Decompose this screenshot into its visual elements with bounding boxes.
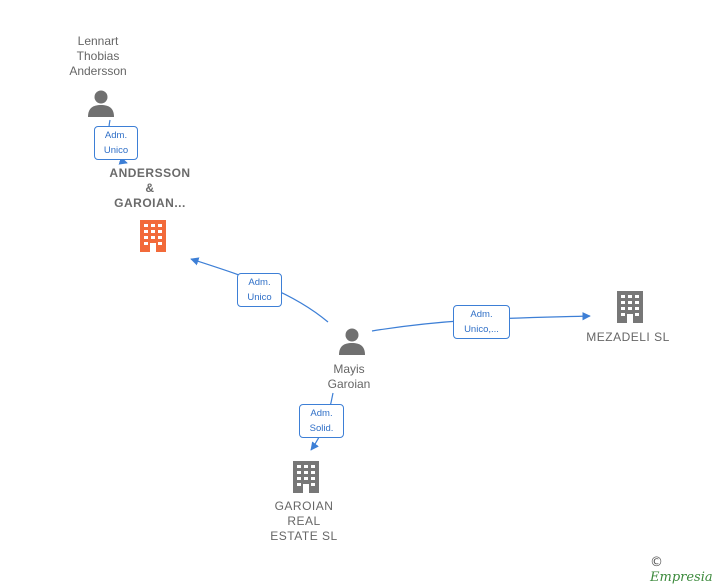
brand-name: Empresia: [650, 570, 713, 585]
node-label-mezadeli[interactable]: MEZADELI SL: [586, 330, 670, 344]
person-icon[interactable]: [337, 326, 367, 356]
copyright-symbol: ©: [650, 555, 663, 570]
node-label-lennart[interactable]: Lennart Thobias Andersson: [69, 34, 127, 78]
node-label-garoian-real-estate[interactable]: GAROIAN REAL ESTATE SL: [270, 499, 338, 543]
node-label-mayis-garoian[interactable]: Mayis Garoian: [327, 362, 371, 391]
edge-label-lennart-andersson[interactable]: Adm. Unico: [94, 126, 138, 160]
edge-label-mayis-andersson[interactable]: Adm. Unico: [237, 273, 282, 307]
brand-logo: © Empresia: [650, 555, 728, 585]
edge-label-mayis-mezadeli[interactable]: Adm. Unico,...: [453, 305, 510, 339]
building-icon[interactable]: [290, 460, 322, 494]
node-label-andersson-garoian[interactable]: ANDERSSON & GAROIAN...: [109, 166, 191, 210]
building-icon[interactable]: [614, 290, 646, 324]
person-icon[interactable]: [86, 88, 116, 118]
building-icon[interactable]: [137, 219, 169, 253]
edge-label-mayis-garoian-re[interactable]: Adm. Solid.: [299, 404, 344, 438]
